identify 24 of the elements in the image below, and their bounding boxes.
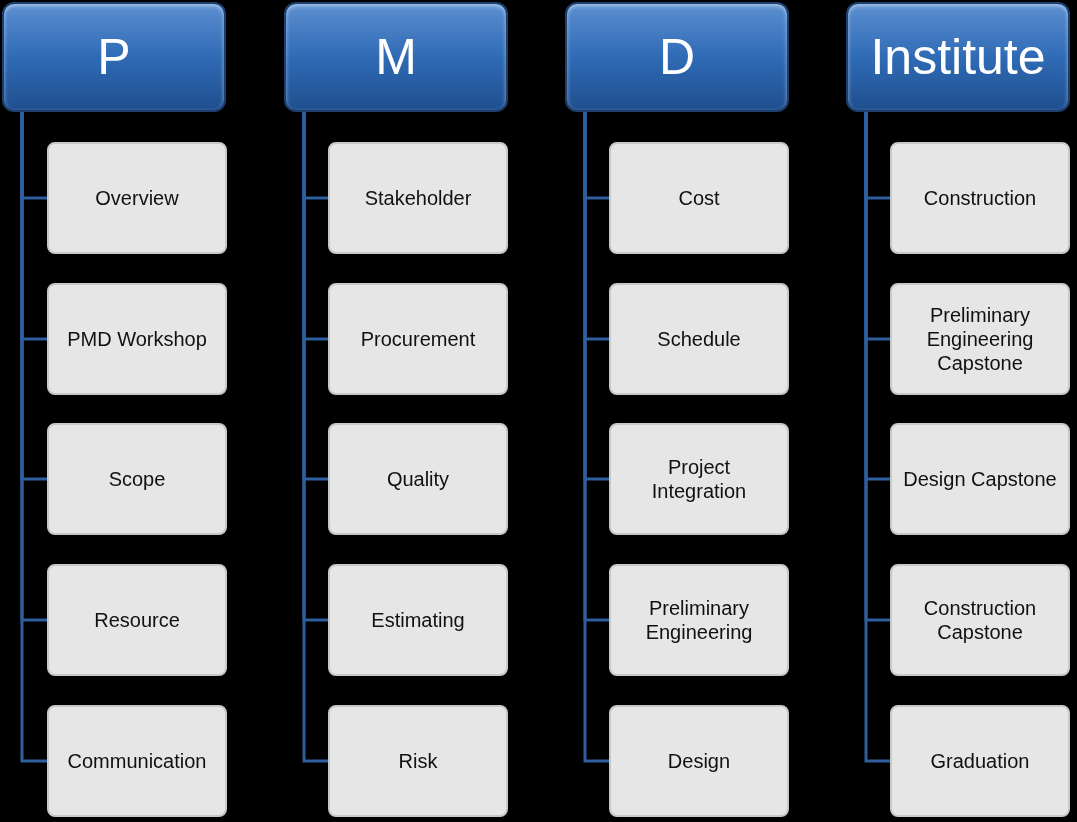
- topic-box: Stakeholder: [328, 142, 508, 254]
- topic-box: Preliminary Engineering Capstone: [890, 283, 1070, 395]
- topic-box: Construction Capstone: [890, 564, 1070, 676]
- topic-box: Design: [609, 705, 789, 817]
- header-box: Institute: [846, 2, 1070, 112]
- topic-box: Schedule: [609, 283, 789, 395]
- topic-box: Communication: [47, 705, 227, 817]
- topic-box: Risk: [328, 705, 508, 817]
- topic-box: Design Capstone: [890, 423, 1070, 535]
- topic-box: PMD Workshop: [47, 283, 227, 395]
- topic-box: Overview: [47, 142, 227, 254]
- header-box: D: [565, 2, 789, 112]
- topic-box: Resource: [47, 564, 227, 676]
- header-box: M: [284, 2, 508, 112]
- topic-box: Preliminary Engineering: [609, 564, 789, 676]
- topic-box: Quality: [328, 423, 508, 535]
- topic-box: Estimating: [328, 564, 508, 676]
- header-box: P: [2, 2, 226, 112]
- topic-box: Project Integration: [609, 423, 789, 535]
- topic-box: Scope: [47, 423, 227, 535]
- topic-box: Construction: [890, 142, 1070, 254]
- topic-box: Cost: [609, 142, 789, 254]
- topic-box: Procurement: [328, 283, 508, 395]
- topic-box: Graduation: [890, 705, 1070, 817]
